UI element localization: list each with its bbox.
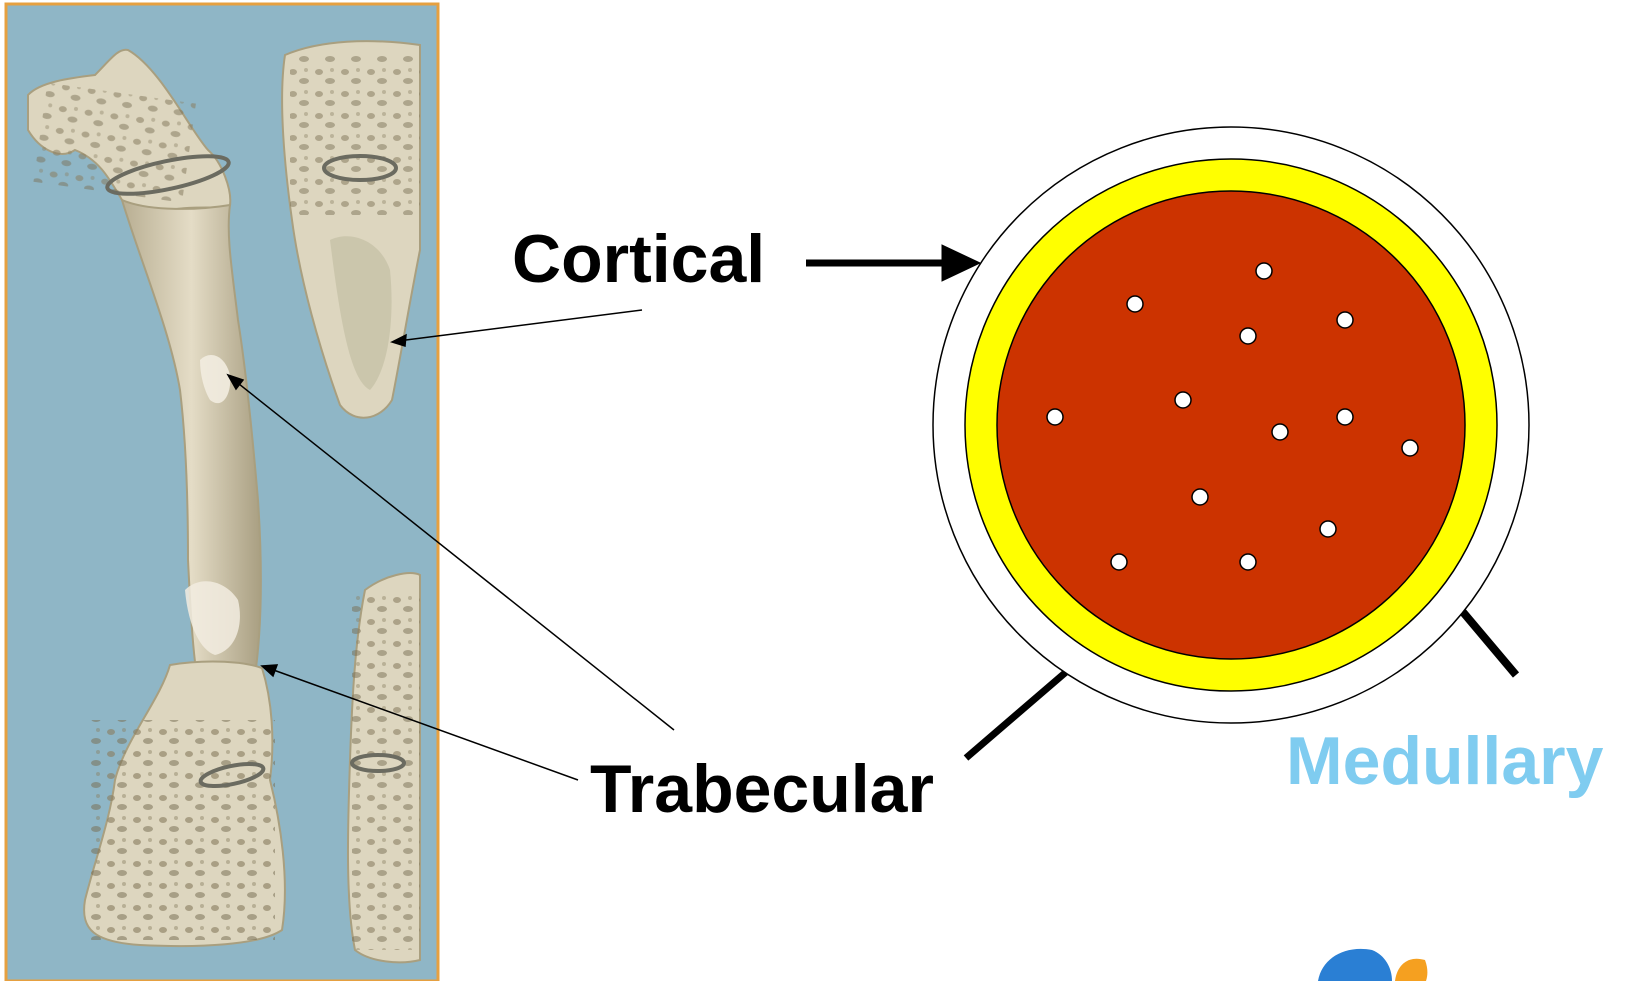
medullary-label: Medullary: [1286, 723, 1604, 799]
cortical-label: Cortical: [512, 221, 765, 297]
logo-orange-swoosh: [1395, 959, 1427, 981]
pore: [1256, 263, 1272, 279]
partial-logo: [1318, 949, 1427, 981]
pore: [1127, 296, 1143, 312]
pore: [1175, 392, 1191, 408]
pore: [1192, 489, 1208, 505]
medullary-cavity: [997, 191, 1465, 659]
pore: [1320, 521, 1336, 537]
pore: [1337, 312, 1353, 328]
trabecular-label: Trabecular: [590, 751, 934, 827]
pore: [1272, 424, 1288, 440]
pore: [1337, 409, 1353, 425]
pore: [1402, 440, 1418, 456]
bone-cross-section: [933, 127, 1529, 723]
logo-blue-swoosh: [1318, 949, 1392, 981]
pore: [1047, 409, 1063, 425]
pore: [1240, 328, 1256, 344]
pore: [1240, 554, 1256, 570]
trabecular-arrow-shaft: [966, 660, 1080, 758]
bone-specimen-photo: [6, 4, 438, 981]
pore: [1111, 554, 1127, 570]
